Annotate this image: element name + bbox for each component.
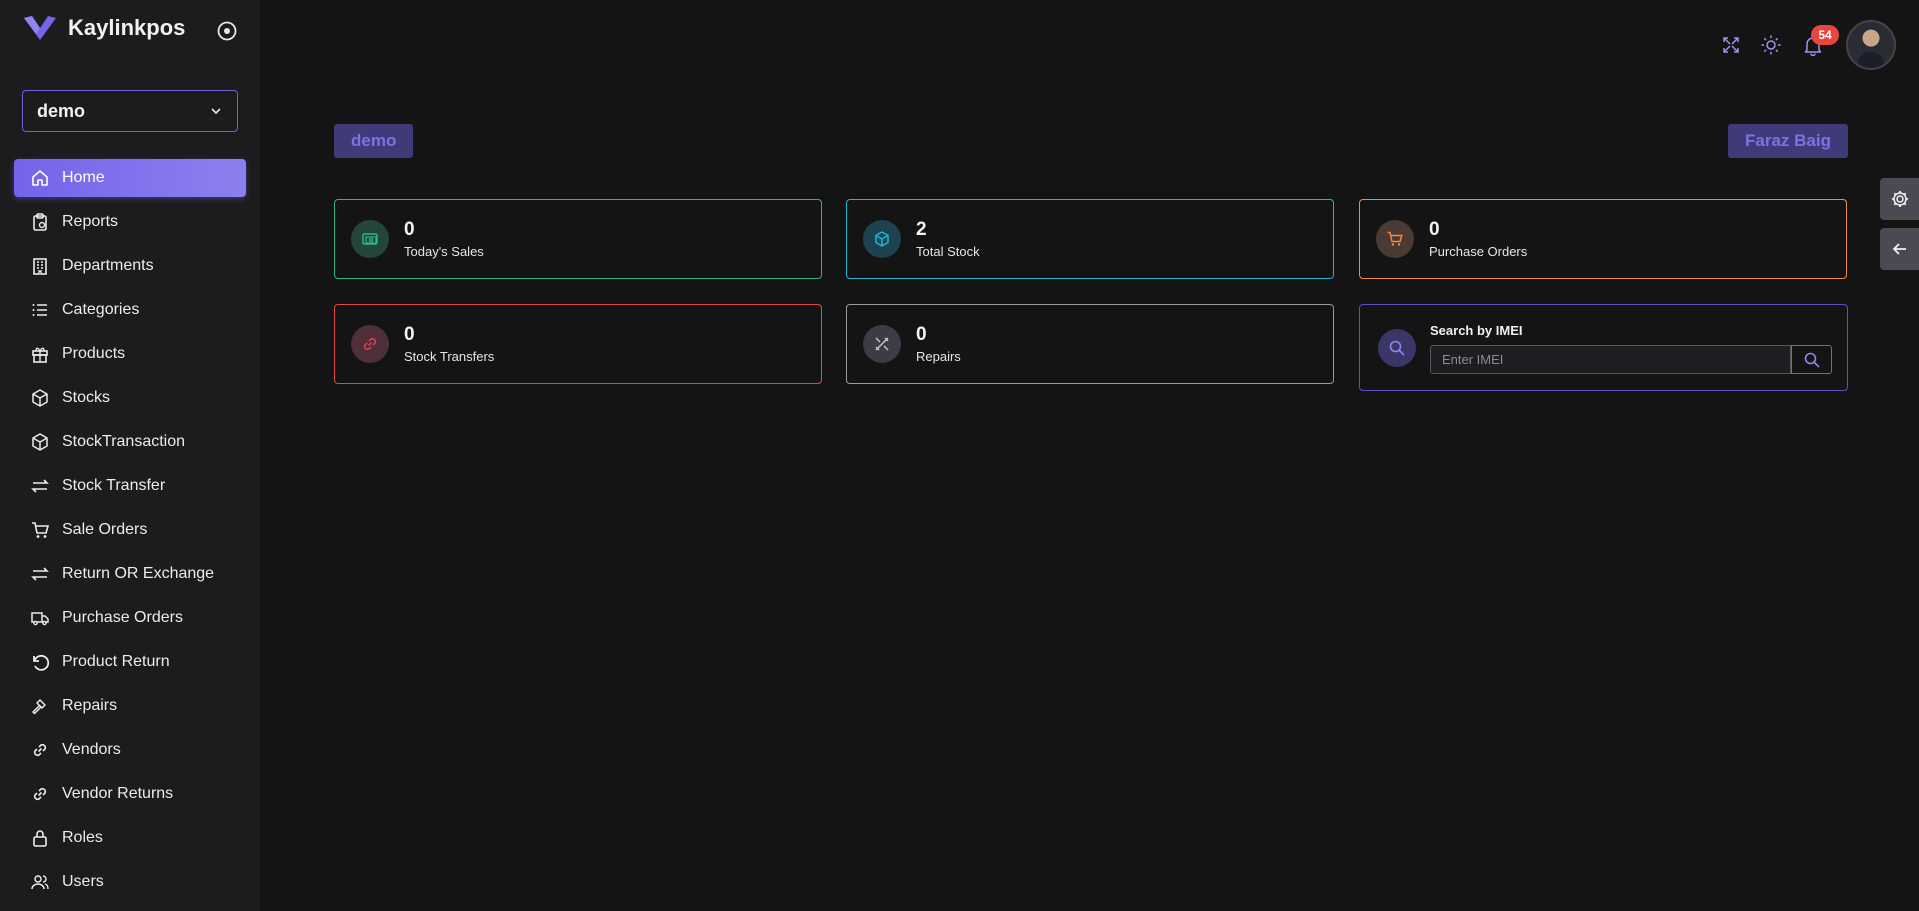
users-icon [30,872,50,892]
sidebar-item-reports[interactable]: Reports [14,203,246,241]
store-select[interactable]: demo [22,90,238,132]
todays-sales-card[interactable]: 0 Today's Sales [334,199,822,279]
gear-icon [1891,191,1908,207]
sidebar-item-label: Return OR Exchange [62,565,215,582]
sidebar-item-label: Home [62,169,105,186]
imei-search-button[interactable] [1791,345,1832,374]
sidebar-item-home[interactable]: Home [14,159,246,197]
fullscreen-icon[interactable] [1720,34,1742,56]
card-value: 0 [404,219,415,240]
app-name: Kaylinkpos [68,15,186,40]
sidebar-item-stock-transfer[interactable]: Stock Transfer [14,467,246,505]
sidebar-item-label: StockTransaction [62,433,186,450]
home-icon [30,168,50,188]
sidebar-item-departments[interactable]: Departments [14,247,246,285]
cart-icon [30,520,50,540]
sun-icon[interactable] [1760,34,1782,56]
card-label: Today's Sales [404,244,484,259]
sidebar-item-users[interactable]: Users [14,863,246,901]
sidebar: Kaylinkpos demo Home Reports Departments… [0,0,260,911]
link-icon [30,740,50,760]
sidebar-nav: Home Reports Departments Categories Prod… [14,159,246,907]
sidebar-toggle-icon[interactable] [216,20,238,42]
sidebar-item-stocktransaction[interactable]: StockTransaction [14,423,246,461]
sidebar-item-label: Reports [62,213,119,230]
store-select-value: demo [37,100,86,121]
total-stock-card[interactable]: 2 Total Stock [846,199,1334,279]
imei-search-card: Search by IMEI [1359,304,1848,391]
sidebar-item-vendor-returns[interactable]: Vendor Returns [14,775,246,813]
brand[interactable]: Kaylinkpos [22,14,185,42]
sidebar-item-label: Stock Transfer [62,477,166,494]
sidebar-item-product-return[interactable]: Product Return [14,643,246,681]
sidebar-item-label: Users [62,873,104,890]
clipboard-icon [30,212,50,232]
card-label: Stock Transfers [404,349,495,364]
repairs-card[interactable]: 0 Repairs [846,304,1334,384]
card-label: Repairs [916,349,961,364]
sidebar-item-vendors[interactable]: Vendors [14,731,246,769]
undo-icon [30,652,50,672]
cart-icon [1376,220,1414,258]
sidebar-item-label: Roles [62,829,103,846]
collapse-tab[interactable] [1880,228,1919,270]
sidebar-item-label: Purchase Orders [62,609,183,626]
notification-badge: 54 [1811,25,1839,45]
sidebar-item-stocks[interactable]: Stocks [14,379,246,417]
card-value: 2 [916,219,927,240]
chevron-down-icon [211,108,221,115]
sidebar-item-label: Vendor Returns [62,785,174,802]
box-icon [30,388,50,408]
card-value: 0 [1429,219,1440,240]
sidebar-item-label: Repairs [62,697,118,714]
sidebar-item-roles[interactable]: Roles [14,819,246,857]
settings-tab[interactable] [1880,178,1919,220]
sidebar-item-label: Sale Orders [62,521,148,538]
card-label: Total Stock [916,244,980,259]
building-icon [30,256,50,276]
cash-icon [351,220,389,258]
gift-icon [30,344,50,364]
sidebar-item-sale-orders[interactable]: Sale Orders [14,511,246,549]
link-icon [351,325,389,363]
sidebar-item-purchase-orders[interactable]: Purchase Orders [14,599,246,637]
purchase-orders-card[interactable]: 0 Purchase Orders [1359,199,1847,279]
card-label: Purchase Orders [1429,244,1528,259]
logo-icon [24,16,56,40]
sidebar-item-label: Categories [62,301,140,318]
sidebar-item-categories[interactable]: Categories [14,291,246,329]
truck-icon [30,608,50,628]
user-tag: Faraz Baig [1728,124,1848,158]
sidebar-item-label: Products [62,345,126,362]
imei-label: Search by IMEI [1430,323,1523,338]
search-icon [1378,329,1416,367]
sidebar-item-label: Product Return [62,653,170,670]
sidebar-item-return-exchange[interactable]: Return OR Exchange [14,555,246,593]
cube-icon [863,220,901,258]
stock-transfers-card[interactable]: 0 Stock Transfers [334,304,822,384]
hammer-icon [30,696,50,716]
arrow-left-icon [1892,243,1906,255]
search-icon [1804,352,1820,368]
card-value: 0 [916,324,927,345]
sidebar-item-label: Vendors [62,741,121,758]
lock-icon [30,828,50,848]
sidebar-item-label: Departments [62,257,154,274]
list-icon [30,300,50,320]
sidebar-item-products[interactable]: Products [14,335,246,373]
sidebar-item-label: Stocks [62,389,111,406]
card-value: 0 [404,324,415,345]
transfer-arrows-icon [30,476,50,496]
box-icon [30,432,50,452]
link-icon [30,784,50,804]
transfer-arrows-icon [30,564,50,584]
avatar[interactable] [1846,20,1896,70]
tools-icon [863,325,901,363]
store-tag: demo [334,124,414,158]
sidebar-item-repairs[interactable]: Repairs [14,687,246,725]
imei-input[interactable] [1430,345,1791,374]
